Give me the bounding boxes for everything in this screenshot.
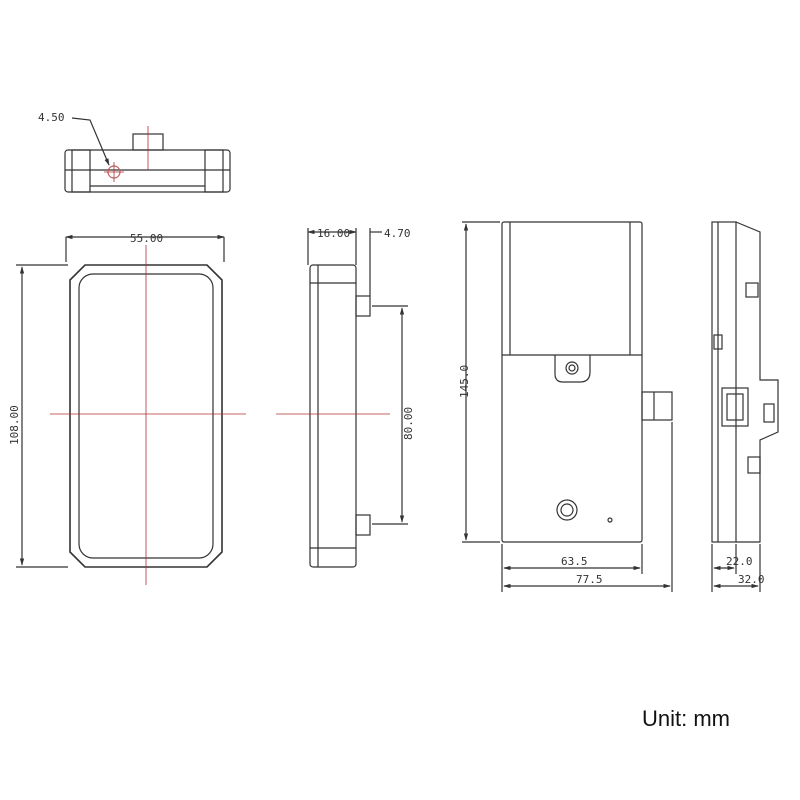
rear-width-outer-label: 77.5 xyxy=(576,573,603,586)
rear-width-inner-label: 63.5 xyxy=(561,555,588,568)
right-side-view xyxy=(711,221,779,592)
side-offset-label: 4.70 xyxy=(384,227,411,240)
rear-height-label: 145.0 xyxy=(458,365,471,398)
top-view xyxy=(64,117,231,193)
right-depth-inner-label: 22.0 xyxy=(726,555,753,568)
indicator-dot-icon xyxy=(607,517,613,523)
front-width-label: 55.00 xyxy=(130,232,163,245)
unit-label: Unit: mm xyxy=(642,706,730,731)
side-pitch-label: 80.00 xyxy=(402,407,415,440)
side-depth-label: 16.00 xyxy=(317,227,350,240)
front-view xyxy=(16,234,246,585)
front-height-label: 108.00 xyxy=(8,405,21,445)
hole-diameter-label: 4.50 xyxy=(38,111,65,124)
side-view xyxy=(276,228,408,568)
right-depth-outer-label: 32.0 xyxy=(738,573,765,586)
key-cylinder-icon xyxy=(556,499,578,521)
screw-hole-icon xyxy=(565,361,579,375)
rear-view xyxy=(462,221,673,592)
